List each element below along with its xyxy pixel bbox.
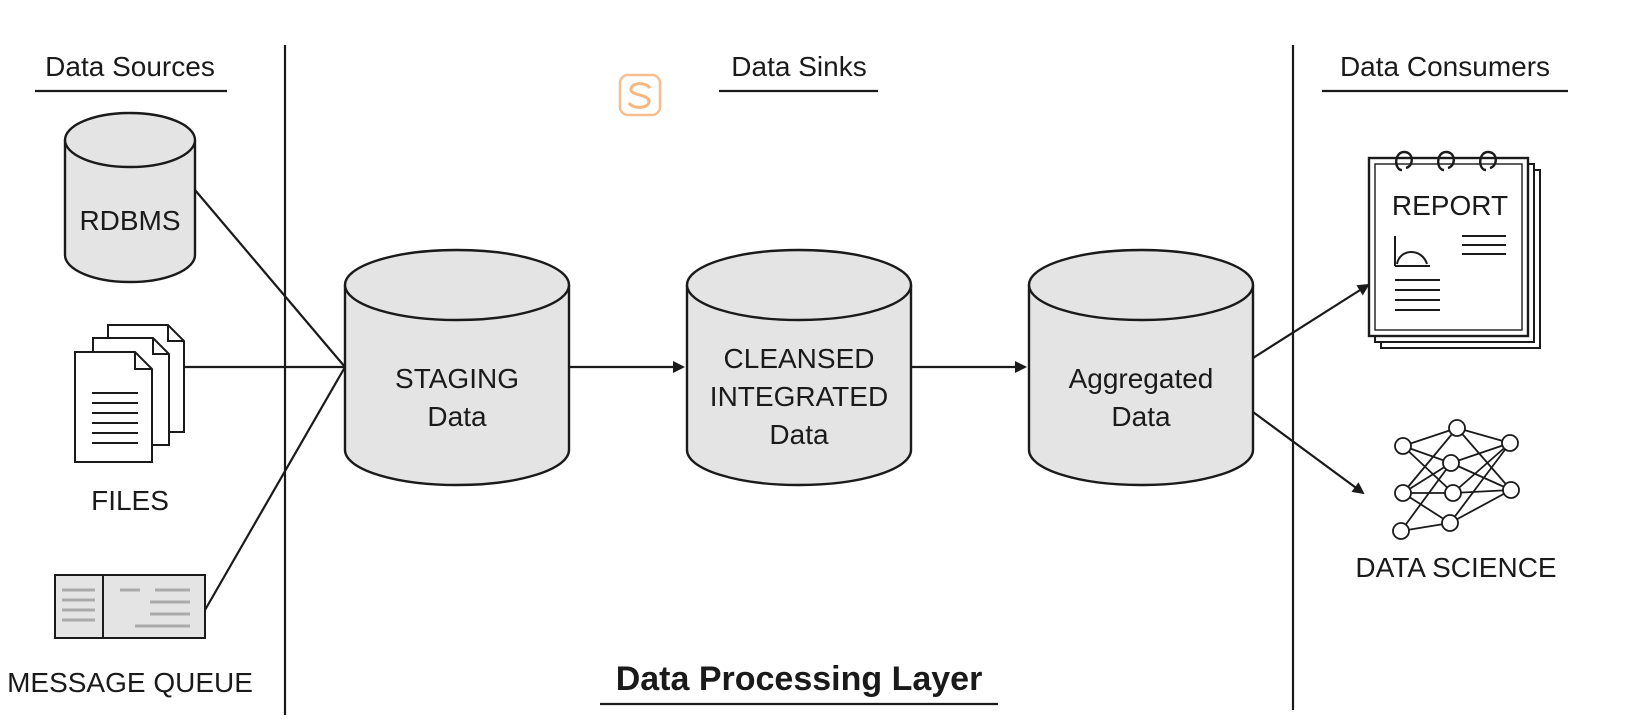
staging-label: STAGING <box>395 363 519 394</box>
processing-layer-title: Data Processing Layer <box>616 660 983 698</box>
report-icon <box>1367 150 1541 349</box>
rdbms-label: RDBMS <box>79 205 180 236</box>
arrow-aggregated-datascience <box>1252 411 1365 495</box>
cleansed-label-line3: Data <box>769 419 829 450</box>
files-icon <box>74 324 185 463</box>
aggregated-sublabel: Data <box>1111 401 1171 432</box>
neural-network-icon <box>1392 419 1520 540</box>
connector-rdbms-staging <box>194 189 346 368</box>
report-label: REPORT <box>1392 190 1508 221</box>
header-data-consumers: Data Consumers <box>1340 51 1550 82</box>
data-science-label: DATA SCIENCE <box>1355 552 1556 583</box>
staging-sublabel: Data <box>427 401 487 432</box>
message-queue-icon <box>54 574 206 639</box>
rdbms-database-icon <box>63 111 197 284</box>
aggregated-label: Aggregated <box>1069 363 1214 394</box>
message-queue-label: MESSAGE QUEUE <box>7 667 253 698</box>
cleansed-label-line1: CLEANSED <box>724 343 875 374</box>
staging-database-icon <box>343 248 571 487</box>
cleansed-database-icon <box>685 248 913 487</box>
header-data-sinks: Data Sinks <box>731 51 866 82</box>
watermark-logo-icon <box>618 73 662 117</box>
header-data-sources: Data Sources <box>45 51 215 82</box>
cleansed-label-line2: INTEGRATED <box>710 381 888 412</box>
arrow-aggregated-report <box>1252 283 1370 359</box>
connector-queue-staging <box>204 366 346 611</box>
aggregated-database-icon <box>1027 248 1255 487</box>
files-label: FILES <box>91 485 169 516</box>
